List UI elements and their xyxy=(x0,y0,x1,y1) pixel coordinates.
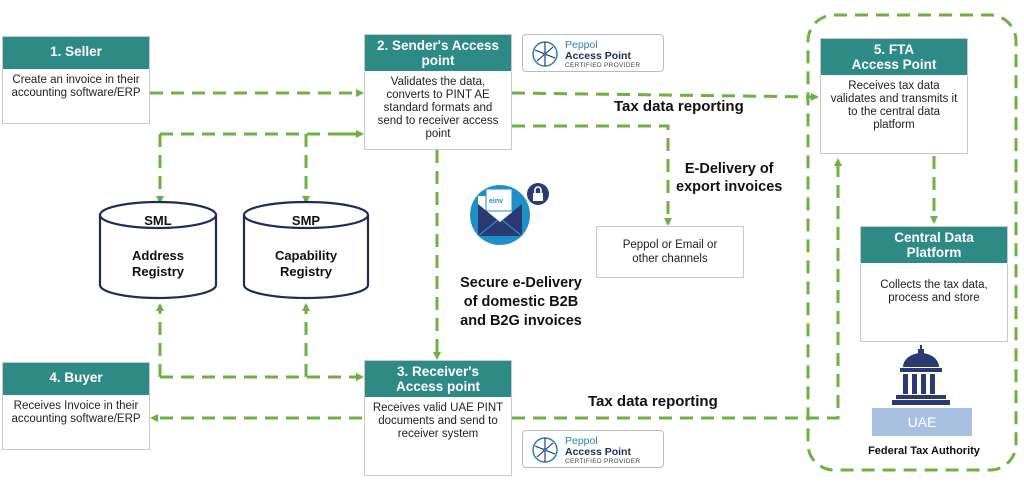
arrow-receiver-to-fta xyxy=(512,158,842,420)
seller-body: Create an invoice in their accounting so… xyxy=(11,74,141,99)
sml-cylinder xyxy=(98,200,218,300)
sender-ap-box: 2. Sender's Access point Validates the d… xyxy=(364,34,512,150)
central-title: Central Data Platform xyxy=(861,227,1007,263)
smp-label: Capability Registry xyxy=(274,248,338,279)
receiver-ap-title: 3. Receiver's Access point xyxy=(365,361,511,397)
uae-label: UAE xyxy=(872,408,972,436)
peppol-logo-icon xyxy=(532,41,558,67)
seller-title: 1. Seller xyxy=(3,37,149,69)
fta-ap-title: 5. FTA Access Point xyxy=(821,39,967,75)
peppol-badge-tag: CERTIFIED PROVIDER xyxy=(565,458,641,465)
peppol-logo-icon xyxy=(532,437,558,463)
buyer-title: 4. Buyer xyxy=(3,363,149,395)
fta-ap-body: Receives tax data validates and transmit… xyxy=(830,80,958,131)
peppol-badge-brand: Peppol xyxy=(565,435,598,447)
sender-ap-title: 2. Sender's Access point xyxy=(365,35,511,71)
sml-label: Address Registry xyxy=(131,248,185,279)
tax-reporting-top-label: Tax data reporting xyxy=(614,98,744,115)
channels-box: Peppol or Email or other channels xyxy=(596,226,744,278)
peppol-badge-bottom: Peppol Access Point CERTIFIED PROVIDER xyxy=(522,430,664,468)
sender-ap-body: Validates the data, converts to PINT AE … xyxy=(377,76,499,140)
export-delivery-label: E-Delivery of export invoices xyxy=(676,161,783,195)
smp-name: SMP xyxy=(291,213,321,228)
sml-name: SML xyxy=(144,213,172,228)
secure-delivery-label: Secure e-Delivery of domestic B2B and B2… xyxy=(460,275,582,329)
einvoice-envelope-icon xyxy=(470,183,549,245)
peppol-badge-tag: CERTIFIED PROVIDER xyxy=(565,62,641,69)
arrow-sender-to-fta xyxy=(511,91,819,101)
smp-cylinder xyxy=(242,200,370,300)
peppol-badge-top: Peppol Access Point CERTIFIED PROVIDER xyxy=(522,34,664,72)
peppol-badge-brand: Peppol xyxy=(565,39,598,51)
fta-ap-box: 5. FTA Access Point Receives tax data va… xyxy=(820,38,968,154)
arrow-export-delivery xyxy=(512,124,672,226)
buyer-box: 4. Buyer Receives Invoice in their accou… xyxy=(2,362,150,450)
federal-tax-authority-label: Federal Tax Authority xyxy=(868,445,980,457)
peppol-badge-product: Access Point xyxy=(565,50,631,62)
buyer-body: Receives Invoice in their accounting sof… xyxy=(11,400,141,425)
einv-icon-label: einv xyxy=(489,198,503,205)
seller-box: 1. Seller Create an invoice in their acc… xyxy=(2,36,150,124)
channels-text: Peppol or Email or other channels xyxy=(622,239,718,265)
tax-reporting-bottom-label: Tax data reporting xyxy=(588,393,718,410)
receiver-ap-body: Receives valid UAE PINT documents and se… xyxy=(372,402,504,440)
peppol-badge-product: Access Point xyxy=(565,446,631,458)
government-building-icon xyxy=(892,345,950,405)
central-data-platform-box: Central Data Platform Collects the tax d… xyxy=(860,226,1008,342)
central-body: Collects the tax data, process and store xyxy=(880,279,988,304)
fta-container xyxy=(806,13,1018,472)
receiver-ap-box: 3. Receiver's Access point Receives vali… xyxy=(364,360,512,476)
